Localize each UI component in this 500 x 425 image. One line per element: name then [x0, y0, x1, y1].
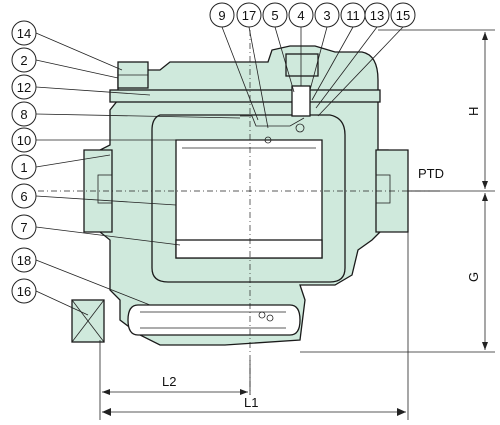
callout-3: 3	[323, 8, 330, 23]
callout-10: 10	[17, 133, 31, 148]
inverted-bucket	[175, 139, 323, 259]
lever-linkage	[240, 58, 311, 144]
callout-8: 8	[20, 107, 27, 122]
callout-16: 16	[17, 284, 31, 299]
lever-arm	[240, 115, 305, 127]
callout-14: 14	[17, 26, 31, 41]
top-callouts: 9 17 5 4 3 11 13 15	[209, 2, 416, 28]
valve-seat	[291, 85, 311, 117]
callout-18: 18	[17, 253, 31, 268]
callout-17: 17	[242, 8, 256, 23]
callout-13: 13	[370, 8, 384, 23]
valve-pin	[295, 123, 305, 133]
inlet-thread	[97, 174, 113, 204]
left-callouts: 14 2 12 8 10 1 6 7 18 16	[11, 20, 37, 304]
callout-circle	[11, 20, 37, 46]
callout-11: 11	[346, 8, 360, 23]
callout-4: 4	[297, 8, 304, 23]
outlet-thread	[375, 174, 391, 204]
dim-l1: L1	[244, 395, 258, 410]
callout-12: 12	[17, 80, 31, 95]
callout-2: 2	[20, 53, 27, 68]
bucket-bottom-band	[175, 239, 323, 259]
top-cap	[285, 53, 319, 77]
callout-9: 9	[218, 8, 225, 23]
dimension-lines	[99, 29, 495, 420]
strainer-assembly	[71, 299, 301, 343]
dim-h: H	[466, 107, 481, 116]
dim-ptd: PTD	[418, 166, 444, 181]
callout-5: 5	[271, 8, 278, 23]
callout-6: 6	[20, 189, 27, 204]
top-leaders	[221, 26, 404, 129]
callout-15: 15	[396, 8, 410, 23]
dim-g: G	[466, 272, 481, 282]
bonnet-flange	[109, 89, 381, 103]
callout-7: 7	[20, 220, 27, 235]
callout-1: 1	[20, 160, 27, 175]
strainer-screen	[127, 304, 301, 336]
left-leaders	[35, 32, 268, 316]
dim-l2: L2	[162, 374, 176, 389]
